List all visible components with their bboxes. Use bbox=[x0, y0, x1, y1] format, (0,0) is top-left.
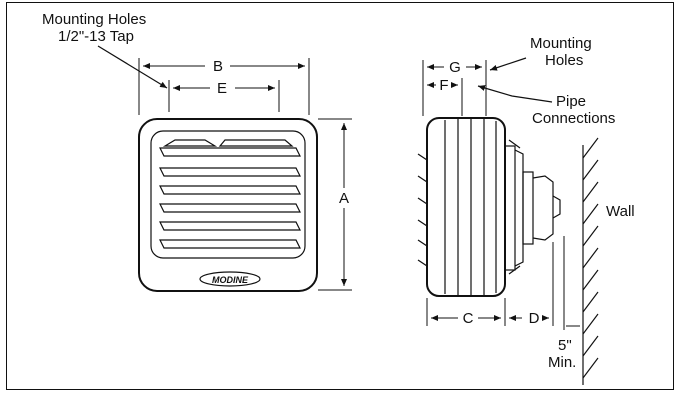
dimension-d-lines bbox=[509, 242, 554, 326]
brand-logo: MODINE bbox=[212, 275, 249, 285]
front-view bbox=[138, 118, 318, 292]
mounting-holes-tap-leader bbox=[97, 45, 168, 89]
dimension-d: D bbox=[529, 310, 540, 327]
pipe-connections-label-line1: Pipe bbox=[556, 93, 586, 110]
dimension-e: E bbox=[217, 80, 227, 97]
front-housing-outline bbox=[138, 118, 318, 292]
side-louver-blades bbox=[417, 153, 428, 267]
pipe-connection-stub bbox=[532, 175, 554, 241]
dimension-b-lines bbox=[138, 58, 310, 115]
dimension-f-lines bbox=[427, 78, 463, 116]
dimension-a-lines bbox=[318, 118, 352, 291]
drawing-frame bbox=[6, 2, 674, 390]
dimension-b: B bbox=[213, 58, 223, 75]
mounting-holes-side-leader bbox=[489, 57, 527, 71]
mounting-holes-side-label-line2: Holes bbox=[545, 52, 583, 69]
front-grille-opening bbox=[150, 130, 306, 259]
clearance-dimension-lines bbox=[563, 236, 580, 330]
wall bbox=[582, 137, 599, 385]
pipe-connections-label-line2: Connections bbox=[532, 110, 615, 127]
mounting-holes-tap-label-line2: 1/2"-13 Tap bbox=[58, 28, 134, 45]
clearance-label-line2: Min. bbox=[548, 354, 576, 371]
wall-label: Wall bbox=[606, 203, 635, 220]
mounting-holes-side-label-line1: Mounting bbox=[530, 35, 592, 52]
mounting-holes-tap-label-line1: Mounting Holes bbox=[42, 11, 146, 28]
dimension-f: F bbox=[439, 77, 448, 94]
side-housing-outline bbox=[426, 117, 506, 297]
side-view bbox=[417, 117, 561, 297]
brand-logo-oval bbox=[199, 271, 261, 287]
dimension-a: A bbox=[339, 190, 349, 207]
pipe-connections-leader bbox=[477, 85, 553, 103]
dimension-g: G bbox=[449, 59, 461, 76]
dimension-c: C bbox=[463, 310, 474, 327]
dimension-e-lines bbox=[168, 80, 280, 112]
dimension-c-lines bbox=[426, 298, 506, 326]
louvers bbox=[159, 139, 301, 249]
side-motor-housing bbox=[522, 171, 534, 245]
side-fin-plate bbox=[504, 145, 516, 271]
clearance-label-line1: 5" bbox=[558, 337, 572, 354]
